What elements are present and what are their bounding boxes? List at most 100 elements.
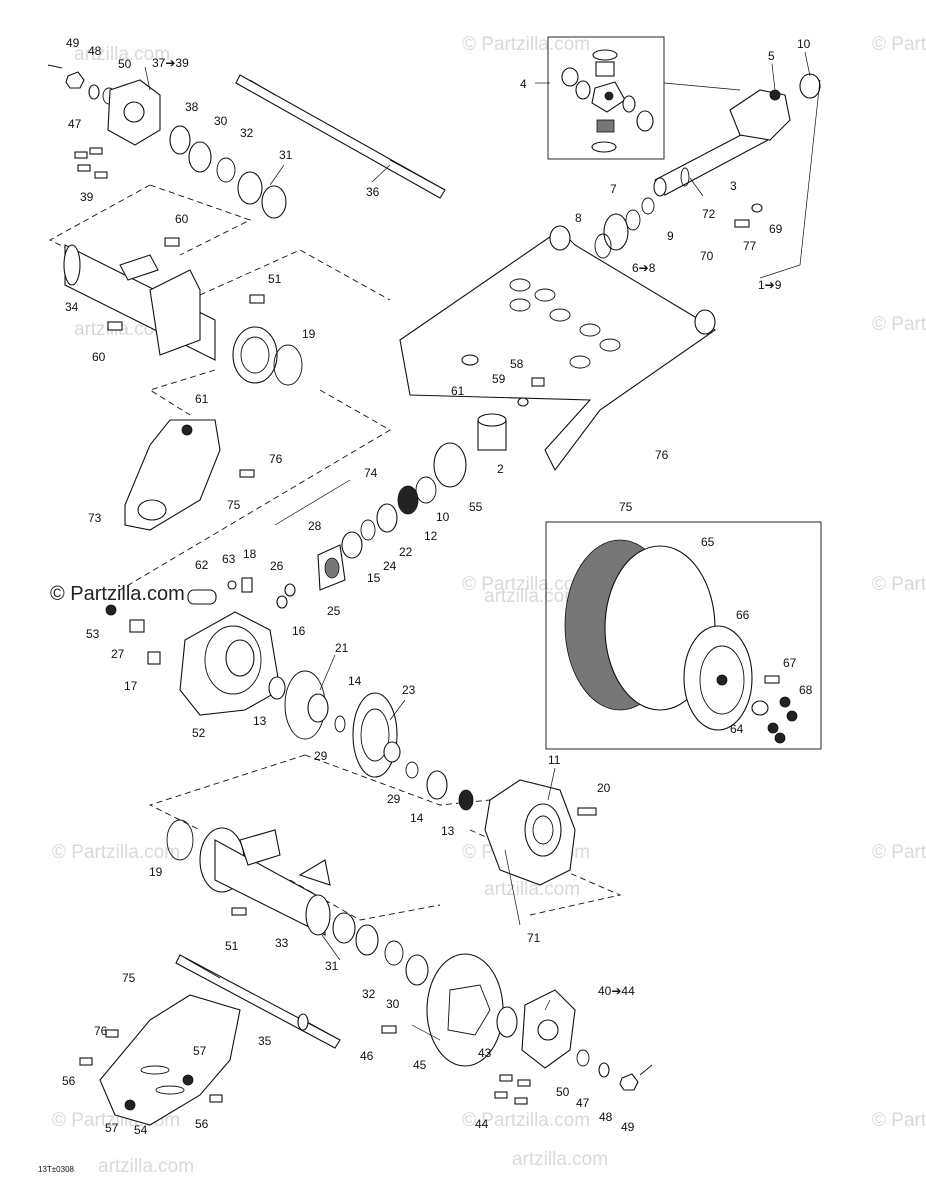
shim (334, 715, 346, 733)
bearing (355, 924, 379, 956)
washer (598, 1062, 610, 1078)
callout-48: 48 (599, 1110, 613, 1124)
needle-bearing (596, 119, 615, 133)
callout-9: 9 (667, 229, 674, 243)
bolt (231, 907, 247, 916)
watermark-text: artzilla.com (484, 879, 580, 900)
callout-57: 57 (105, 1121, 119, 1135)
upper-left-outline (148, 369, 216, 416)
watermark-text: © Partz (872, 842, 926, 863)
bolt (531, 377, 545, 387)
callout-52: 52 (192, 726, 206, 740)
callout-16: 16 (292, 624, 306, 638)
cotter-pin (47, 64, 63, 69)
callout-7: 7 (610, 182, 617, 196)
wheel-detail (545, 521, 822, 750)
callout-15: 15 (367, 571, 381, 585)
spider-center (604, 91, 614, 101)
lower-outline (304, 754, 491, 806)
callout-30: 30 (386, 997, 400, 1011)
bolt (105, 1029, 119, 1038)
u-joint-detail (547, 36, 665, 160)
washer (751, 203, 763, 213)
frame-hole (579, 323, 601, 337)
callout-28: 28 (308, 519, 322, 533)
callout-47: 47 (68, 117, 82, 131)
slot (140, 1065, 170, 1075)
callout-35: 35 (258, 1034, 272, 1048)
bolt (209, 1094, 223, 1103)
callout-69: 69 (769, 222, 783, 236)
spline (184, 957, 221, 979)
callout-61: 61 (451, 384, 465, 398)
seal (188, 141, 212, 173)
washer (88, 84, 100, 100)
breather-plug (187, 589, 217, 605)
clamp (641, 197, 655, 215)
leader-line (544, 999, 551, 1011)
suspension-bracket (124, 419, 255, 531)
leader-line (547, 767, 556, 801)
callout-40-44: 40➔44 (598, 984, 635, 998)
bracket-eye (137, 499, 167, 521)
callout-53: 53 (86, 627, 100, 641)
yoke (729, 89, 791, 141)
watermark-main: © Partzilla.com (50, 583, 185, 605)
brake-disc (426, 953, 504, 1067)
callout-75: 75 (122, 971, 136, 985)
frame-hole (599, 338, 621, 352)
bracket-nut (181, 424, 193, 436)
valve-stem (764, 675, 780, 684)
leader-line (771, 63, 776, 91)
callout-44: 44 (475, 1117, 489, 1131)
bushing-top (477, 413, 507, 427)
pinion-teeth (324, 557, 340, 579)
pivot-lug (694, 309, 716, 335)
swing-arm (399, 79, 821, 472)
leader-line (269, 164, 285, 186)
housing-end (305, 894, 331, 936)
leader-line (319, 654, 336, 691)
callout-14: 14 (410, 811, 424, 825)
nut (124, 1099, 136, 1111)
frame-hole (549, 308, 571, 322)
callout-67: 67 (783, 656, 797, 670)
wheel-stud (89, 147, 103, 155)
callout-34: 34 (65, 300, 79, 314)
castle-nut (65, 71, 85, 89)
callout-61: 61 (195, 392, 209, 406)
callout-56: 56 (62, 1074, 76, 1088)
brake-assembly (381, 953, 653, 1105)
callout-76: 76 (269, 452, 283, 466)
mount-tab (298, 859, 331, 886)
callout-31: 31 (279, 148, 293, 162)
ring-gear (352, 692, 398, 778)
spline (389, 159, 446, 191)
callout-19: 19 (149, 865, 163, 879)
watermark-text: © Partz (872, 314, 926, 335)
lower-outline (148, 754, 306, 831)
watermark-text: © Partzilla.com (462, 1110, 590, 1131)
rim-hole (716, 674, 728, 686)
clamp (594, 233, 612, 259)
housing-flange (232, 326, 278, 384)
callout-62: 62 (195, 558, 209, 572)
watermark-text: artzilla.com (484, 586, 580, 607)
ring-gear-hub (360, 708, 390, 762)
hub-center (537, 1019, 559, 1041)
spline (249, 79, 276, 96)
washer (227, 580, 237, 590)
leader-line (663, 82, 741, 91)
detail-box (545, 521, 822, 750)
axle-housing-upper (63, 237, 303, 386)
drawing-reference-code: 13T±0308 (38, 1165, 75, 1174)
leader-line (274, 479, 351, 526)
watermark-text: artzilla.com (512, 1149, 608, 1170)
callout-labels: 49 48 50 37➔39 47 38 30 32 31 36 39 60 5… (38, 36, 813, 1174)
wheel-stud (74, 151, 88, 159)
callout-3: 3 (730, 179, 737, 193)
callout-33: 33 (275, 936, 289, 950)
bolt (164, 237, 180, 247)
callout-72: 72 (702, 207, 716, 221)
